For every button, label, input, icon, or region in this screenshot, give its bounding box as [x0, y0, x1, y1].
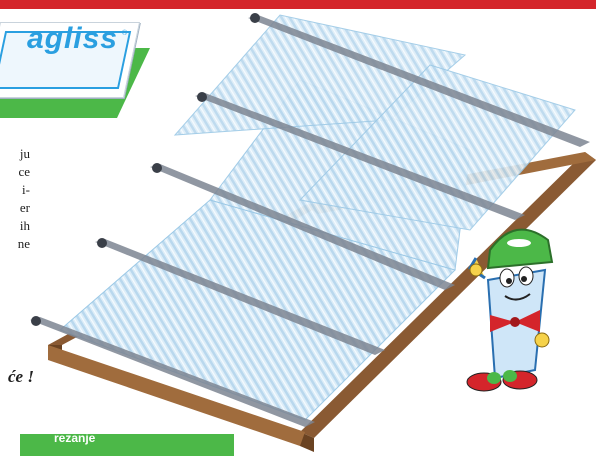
mascot-illustration: [467, 230, 552, 391]
cutting-tab-label: rezanje: [54, 431, 95, 445]
slogan-text: će !: [8, 367, 53, 387]
cutting-tab[interactable]: [20, 434, 234, 456]
